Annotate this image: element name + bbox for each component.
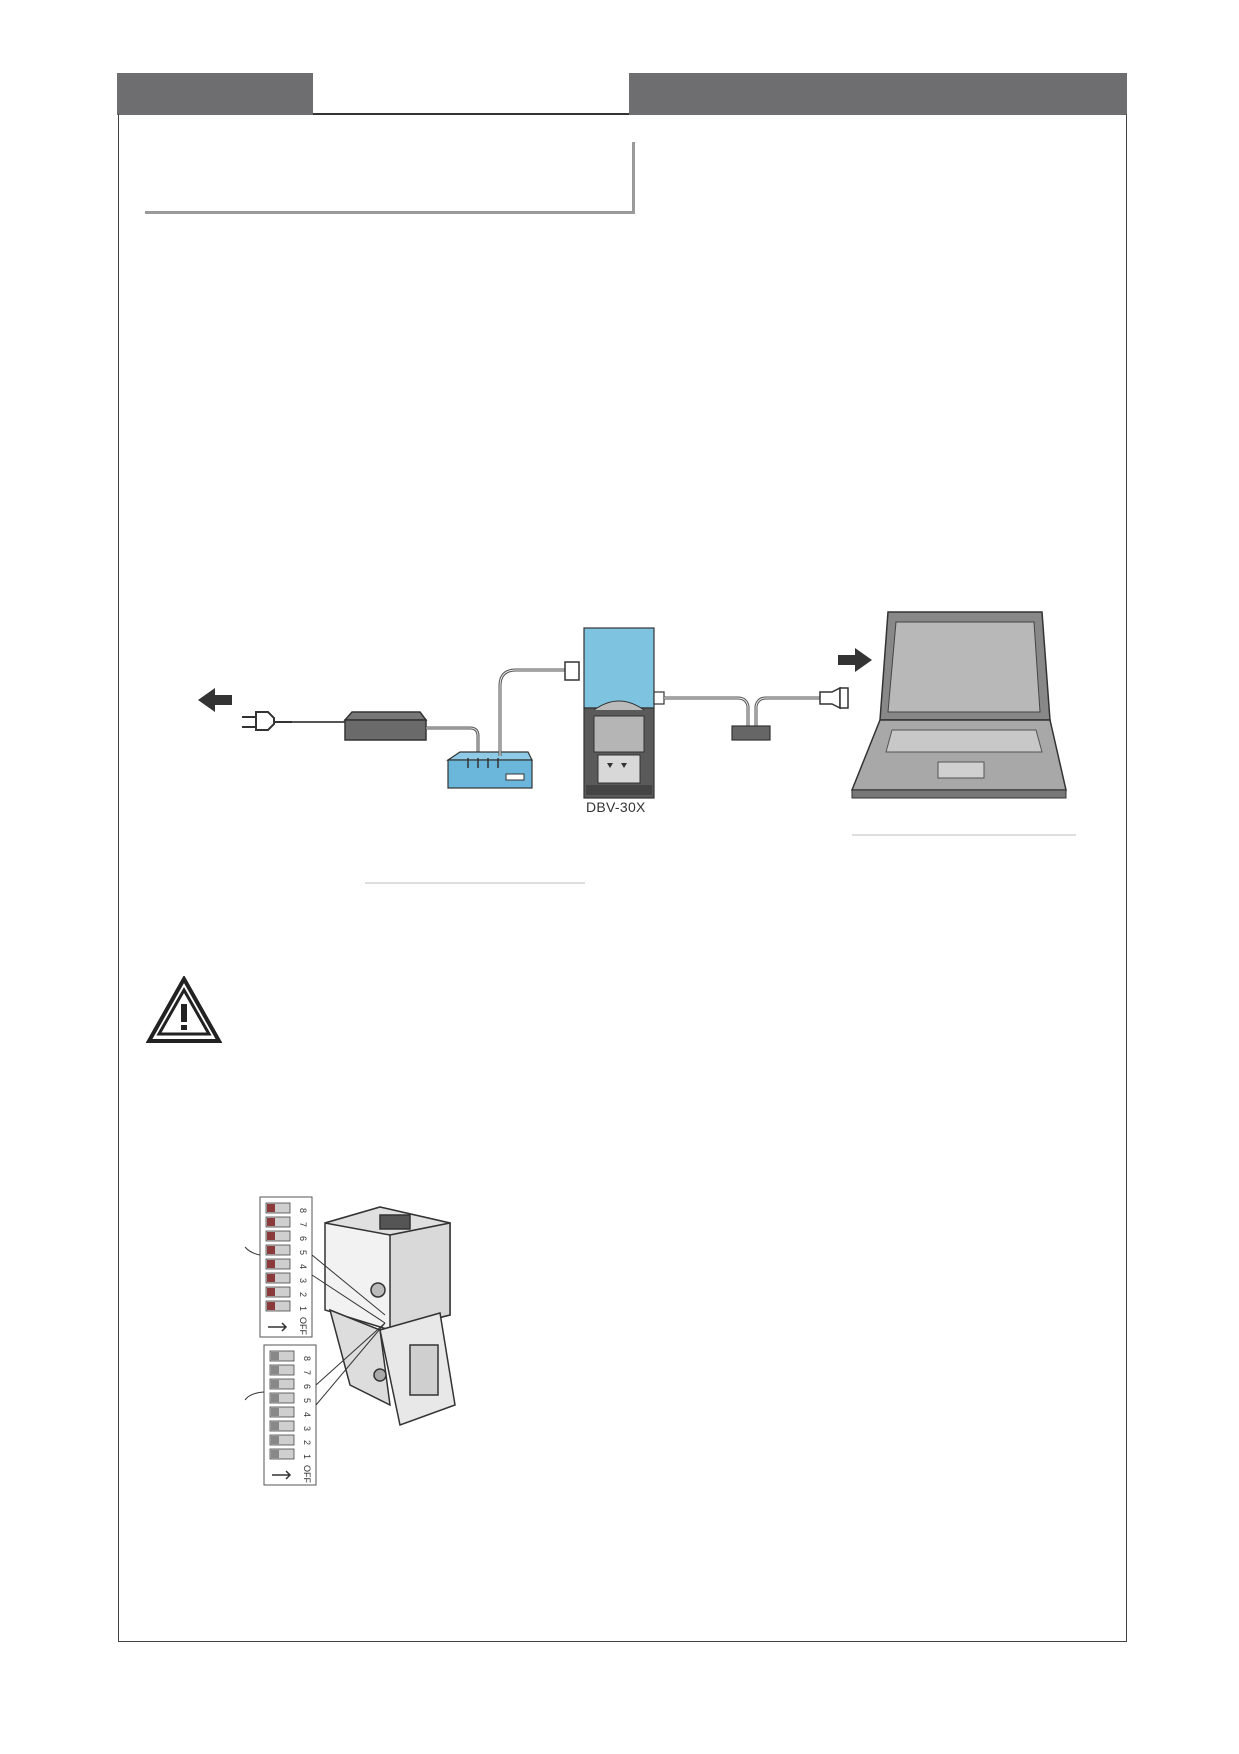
dip-switch-number: 2 [302,1440,312,1445]
dip-switch-lever [267,1302,275,1310]
dip-switch-number: 3 [302,1426,312,1431]
dip-switch-lever [271,1352,279,1360]
connection-diagram [198,611,1067,799]
header-bar-right [629,73,1127,115]
dip-switch-slot [265,1216,291,1228]
dip-switch-slot [265,1258,291,1270]
caption-underline-right [852,834,1076,836]
dip-switch-number: 8 [298,1208,308,1213]
dip-switch-slot [269,1364,295,1376]
dip-switch-lever [271,1450,279,1458]
interface-hub [446,751,533,789]
dip-switch-number: 5 [298,1250,308,1255]
dip-switch-slot [269,1420,295,1432]
dip-switch-lever [271,1366,279,1374]
laptop [850,611,1067,799]
dip-switch-number: 1 [298,1306,308,1311]
dip-switch-lever [267,1246,275,1254]
dip-switch-slot [265,1244,291,1256]
caption-underline-left [365,882,585,884]
dip-switch-lever [271,1394,279,1402]
dip-switch-number: 3 [298,1278,308,1283]
dbv-device-3d [324,1206,456,1427]
page-frame [118,114,1127,1642]
dip-switch-slot [265,1286,291,1298]
dip-switch-number: 5 [302,1398,312,1403]
dip-off-label: OFF [298,1317,308,1335]
dip-switch-number: 6 [298,1236,308,1241]
dip-switch-number: 2 [298,1292,308,1297]
dip-switch-number: 7 [302,1370,312,1375]
dip-switch-number: 4 [302,1412,312,1417]
dip-switch-slot [265,1272,291,1284]
power-plug-icon [242,711,292,731]
left-arrow-icon [198,688,232,712]
dip-switch-slot [265,1202,291,1214]
dip-switch-lever [271,1408,279,1416]
dip-switch-number: 6 [302,1384,312,1389]
dip-switch-lever [267,1204,275,1212]
dip-switch-slot [269,1434,295,1446]
usb-plug-icon [819,686,849,710]
section-title-box [145,142,635,214]
dip-switch-lever [271,1422,279,1430]
header-tab [313,73,629,115]
dip-switch-number: 8 [302,1356,312,1361]
device-label: DBV-30X [586,799,646,815]
warning-triangle-icon [146,976,222,1043]
dip-switch-slot [269,1406,295,1418]
dip-switch-slot [269,1378,295,1390]
dbv-device [583,627,655,799]
header-bar-left [117,73,313,115]
dip-switch-number: 7 [298,1222,308,1227]
dip-switch-slot [269,1350,295,1362]
dip-switch-slot [269,1392,295,1404]
dip-switch-slot [265,1230,291,1242]
dip-switch-lever [267,1232,275,1240]
dip-switch-number: 1 [302,1454,312,1459]
power-adapter [343,711,428,741]
dip-switch-lever [267,1260,275,1268]
dip-switch-lever [271,1436,279,1444]
dip-switch-lever [267,1288,275,1296]
dip-switch-slot [265,1300,291,1312]
dip-off-label: OFF [302,1465,312,1483]
dip-switch-lever [271,1380,279,1388]
dip-switch-slot [269,1448,295,1460]
dip-switch-lever [267,1218,275,1226]
dip-switch-lever [267,1274,275,1282]
dip-switch-number: 4 [298,1264,308,1269]
right-arrow-icon [838,648,872,672]
